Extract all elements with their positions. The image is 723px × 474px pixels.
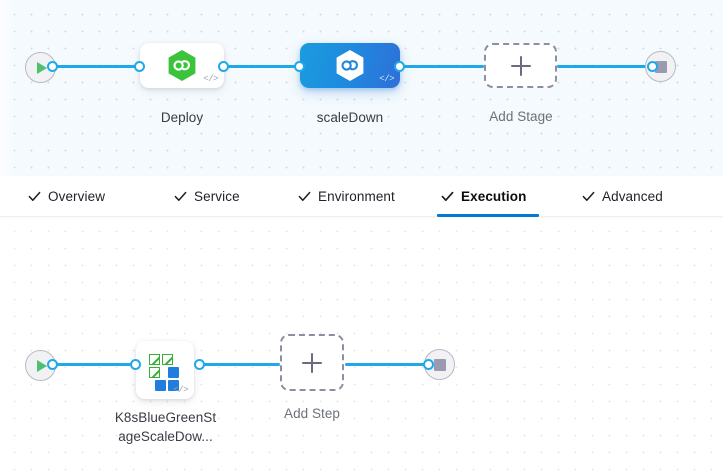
tab-advanced[interactable]: Advanced [578,176,667,216]
tab-label: Execution [461,188,527,204]
step-port-k8s-in[interactable] [130,359,141,370]
stage-node-scaledown[interactable]: </> [300,43,400,88]
tab-label: Advanced [602,188,663,204]
step-label-line-2: ageScaleDow... [118,429,213,444]
step-port-k8s-out[interactable] [194,359,205,370]
step-port-end-in[interactable] [423,359,434,370]
check-icon [28,190,41,203]
tab-label: Service [194,188,240,204]
check-icon [441,190,454,203]
check-icon [174,190,187,203]
tab-service[interactable]: Service [170,176,244,216]
add-step-button[interactable] [280,334,344,391]
stage-node-deploy[interactable]: </> [140,43,224,88]
stage-connector-deploy-scaledown [224,65,306,68]
stage-graph-canvas[interactable]: </> Deploy </> scaleDown Add Stage [0,0,723,176]
stage-port-scaledown-in[interactable] [294,61,305,72]
stage-config-tabbar: Overview Service Environment Execution A [0,176,723,217]
step-connector-k8s-addstep [200,363,280,366]
harness-cd-hexagon-icon [336,50,364,81]
stage-connector-start-deploy [52,65,142,68]
stage-label-deploy: Deploy [160,110,204,125]
play-icon [37,61,47,74]
check-icon [582,190,595,203]
tab-label: Environment [318,188,395,204]
pipeline-start-node[interactable] [25,52,56,83]
check-icon [298,190,311,203]
tab-label: Overview [48,188,106,204]
stage-code-badge[interactable]: </> [379,74,394,84]
step-code-badge[interactable]: </> [173,385,188,395]
harness-cd-hexagon-icon [168,50,196,81]
k8s-blue-green-icon [148,354,182,391]
execution-graph-canvas[interactable]: </> K8sBlueGreenSt ageScaleDow... Add St… [0,217,723,474]
stage-label-scaledown: scaleDown [316,110,384,125]
stage-connector-scaledown-addstage [394,65,484,68]
step-connector-start-k8s [52,363,142,366]
add-step-label: Add Step [284,406,340,421]
step-connector-addstep-end [345,363,427,366]
stage-port-deploy-in[interactable] [134,61,145,72]
tab-environment[interactable]: Environment [294,176,399,216]
stage-connector-addstage-end [557,65,652,68]
stage-port-end-in[interactable] [647,61,658,72]
step-label-k8s-bluegreen-scaledown: K8sBlueGreenSt ageScaleDow... [100,408,231,446]
tab-execution[interactable]: Execution [437,176,539,217]
step-port-start-out[interactable] [47,359,58,370]
pipeline-end-node[interactable] [645,51,676,82]
stop-icon [433,358,446,371]
step-label-line-1: K8sBlueGreenSt [114,410,217,425]
stage-port-deploy-out[interactable] [218,61,229,72]
stage-port-scaledown-out[interactable] [394,61,405,72]
stage-port-start-out[interactable] [47,61,58,72]
stage-code-badge[interactable]: </> [203,74,218,84]
step-node-k8s-bluegreen-scaledown[interactable]: </> [136,341,194,399]
plus-icon [510,55,531,76]
play-icon [37,359,47,372]
add-stage-button[interactable] [484,43,557,88]
add-stage-label: Add Stage [489,109,553,124]
plus-icon [302,352,322,373]
execution-end-node[interactable] [424,349,455,380]
tab-overview[interactable]: Overview [24,176,109,216]
